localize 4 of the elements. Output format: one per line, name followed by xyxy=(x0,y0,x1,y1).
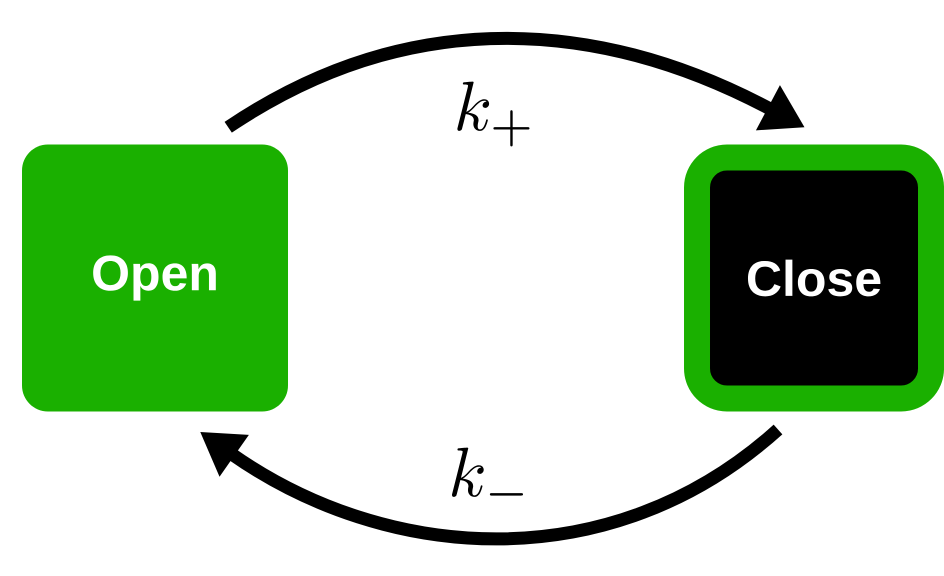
state-box: Close xyxy=(684,144,944,412)
edge-label: $k_{-}$ xyxy=(444,444,536,516)
edge-label: $k_{+}$ xyxy=(450,78,540,150)
state-box: Open xyxy=(22,144,288,412)
